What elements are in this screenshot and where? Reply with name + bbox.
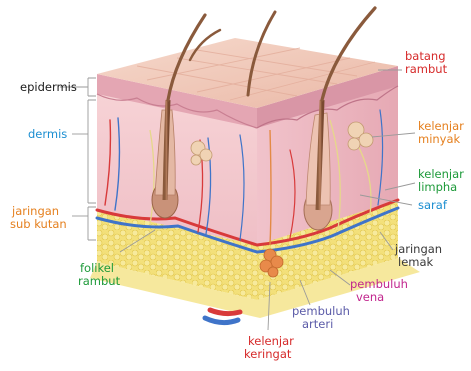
- skin-block: [90, 8, 420, 323]
- label-saraf: saraf: [418, 198, 448, 212]
- label-epidermis: epidermis: [20, 80, 77, 94]
- label-dermis: dermis: [28, 127, 67, 141]
- label-pembuluh-arteri: pembuluh arteri: [292, 304, 354, 331]
- label-jaringan-lemak: jaringan lemak: [394, 242, 446, 269]
- label-folikel-rambut: folikel rambut: [78, 261, 121, 288]
- label-kelenjar-minyak: kelenjar minyak: [418, 119, 468, 146]
- label-batang-rambut: batang rambut: [405, 49, 449, 76]
- layer-brackets: [88, 78, 96, 240]
- vein-stub: [205, 318, 238, 323]
- label-jaringan-sub-kutan: jaringan sub kutan: [10, 204, 67, 231]
- label-kelenjar-keringat: kelenjar keringat: [244, 334, 298, 361]
- label-pembuluh-vena: pembuluh vena: [350, 277, 412, 304]
- artery-stub: [210, 310, 240, 314]
- label-kelenjar-limpha: kelenjar limpha: [418, 167, 468, 194]
